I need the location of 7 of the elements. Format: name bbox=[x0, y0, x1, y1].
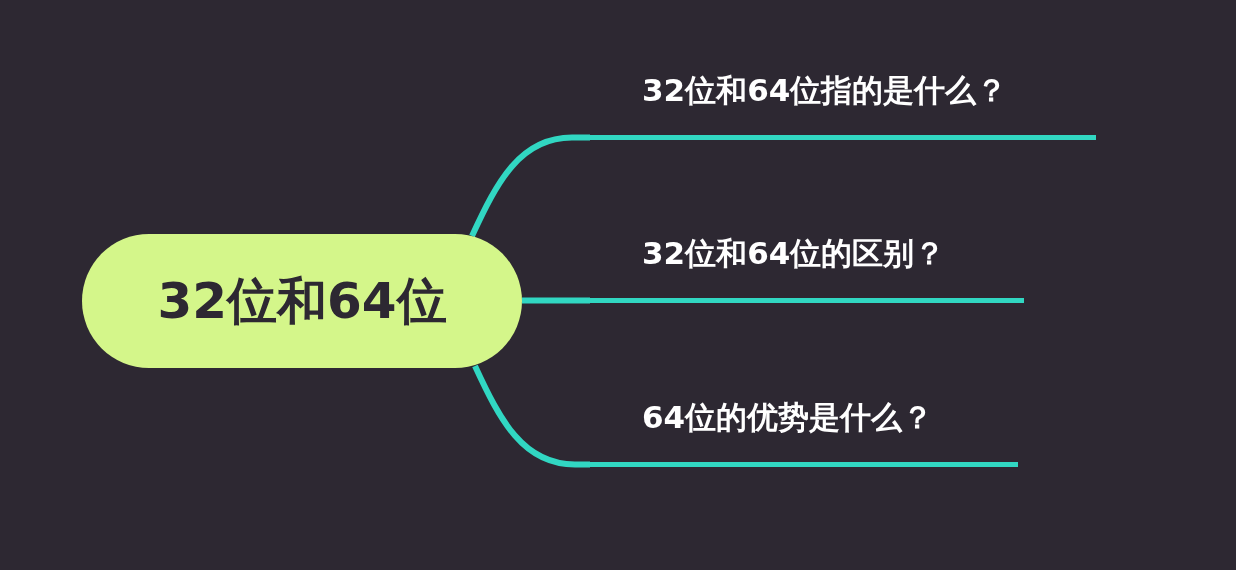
branch-connector bbox=[469, 134, 590, 238]
branch-connector bbox=[522, 297, 590, 304]
subtopic-text: 32位和64位指的是什么？ bbox=[642, 72, 1008, 110]
subtopic-text: 64位的优势是什么？ bbox=[642, 399, 934, 437]
central-topic-text: 32位和64位 bbox=[157, 271, 447, 331]
branch-connector bbox=[472, 364, 590, 468]
subtopic-text: 32位和64位的区别？ bbox=[642, 235, 946, 273]
